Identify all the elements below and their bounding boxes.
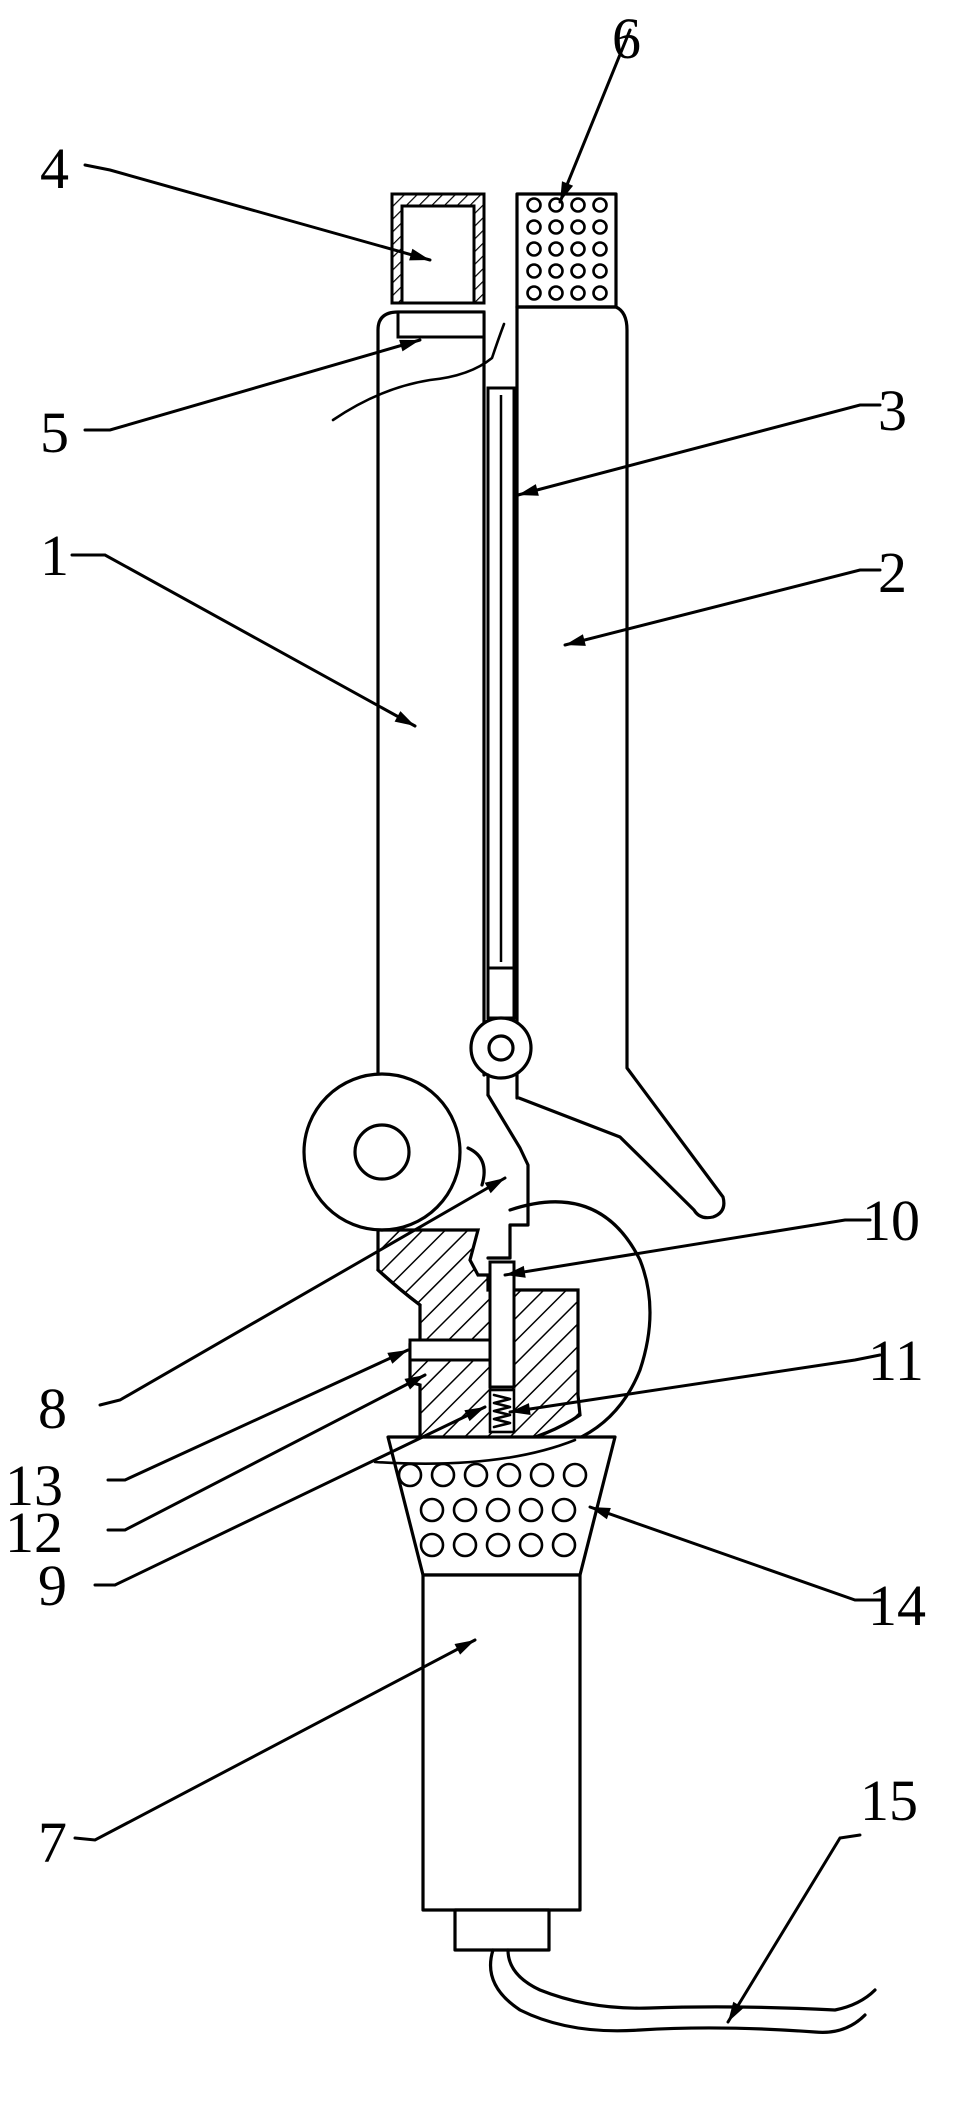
handle-tail xyxy=(455,1910,549,1950)
cap-hole xyxy=(572,243,585,256)
arrowhead xyxy=(485,1178,505,1193)
cap-hole xyxy=(594,243,607,256)
label-8: 8 xyxy=(38,1376,67,1441)
collar-hole xyxy=(454,1499,476,1521)
label-3: 3 xyxy=(878,378,907,443)
label-2: 2 xyxy=(878,540,907,605)
cap-hole xyxy=(550,265,563,278)
upper-pivot xyxy=(471,1018,531,1078)
label-9: 9 xyxy=(38,1553,67,1618)
cap-hole xyxy=(528,221,541,234)
label-1: 1 xyxy=(40,523,69,588)
slider-10 xyxy=(490,1262,514,1387)
lower-pivot-wheel xyxy=(304,1074,460,1230)
cap-hole xyxy=(528,287,541,300)
perforated-cap-6 xyxy=(517,194,616,307)
collar-hole xyxy=(421,1534,443,1556)
collar-hole xyxy=(432,1464,454,1486)
collar-hole xyxy=(520,1499,542,1521)
collar-hole xyxy=(421,1499,443,1521)
arrowhead xyxy=(387,1350,408,1364)
collar-hole xyxy=(487,1534,509,1556)
cap-hole xyxy=(528,243,541,256)
cap-4 xyxy=(392,194,484,303)
collar-hole xyxy=(487,1499,509,1521)
clamp-arm-2 xyxy=(517,307,724,1218)
arrowhead xyxy=(565,634,586,646)
cap-hole xyxy=(594,221,607,234)
collar-14 xyxy=(375,1437,615,1575)
cap-hole xyxy=(528,265,541,278)
cap-hole xyxy=(550,287,563,300)
arrowhead xyxy=(728,2002,744,2022)
pin-13 xyxy=(410,1340,490,1360)
collar-hole xyxy=(498,1464,520,1486)
cap-hole xyxy=(594,265,607,278)
cord-15 xyxy=(491,1950,875,2032)
cap-hole xyxy=(572,287,585,300)
label-11: 11 xyxy=(868,1328,924,1393)
cap-hole xyxy=(594,199,607,212)
collar-hole xyxy=(553,1499,575,1521)
collar-hole xyxy=(564,1464,586,1486)
label-10: 10 xyxy=(862,1188,920,1253)
arrowhead xyxy=(399,340,420,352)
arrowhead xyxy=(518,484,539,496)
label-14: 14 xyxy=(868,1573,926,1638)
cap-hole xyxy=(594,287,607,300)
cap-hole xyxy=(550,243,563,256)
collar-hole xyxy=(553,1534,575,1556)
cap-hole xyxy=(572,265,585,278)
cap-hole xyxy=(572,199,585,212)
label-7: 7 xyxy=(38,1810,67,1875)
label-4: 4 xyxy=(40,136,69,201)
collar-hole xyxy=(465,1464,487,1486)
collar-hole xyxy=(531,1464,553,1486)
rod-3 xyxy=(488,388,514,1018)
cap-hole xyxy=(572,221,585,234)
arrowhead xyxy=(395,711,415,726)
label-5: 5 xyxy=(40,400,69,465)
label-15: 15 xyxy=(860,1768,918,1833)
label-6: 6 xyxy=(612,6,641,71)
collar-hole xyxy=(399,1464,421,1486)
cap-hole xyxy=(550,221,563,234)
cap-hole xyxy=(528,199,541,212)
collar-hole xyxy=(454,1534,476,1556)
handle-7 xyxy=(423,1575,580,1910)
collar-hole xyxy=(520,1534,542,1556)
